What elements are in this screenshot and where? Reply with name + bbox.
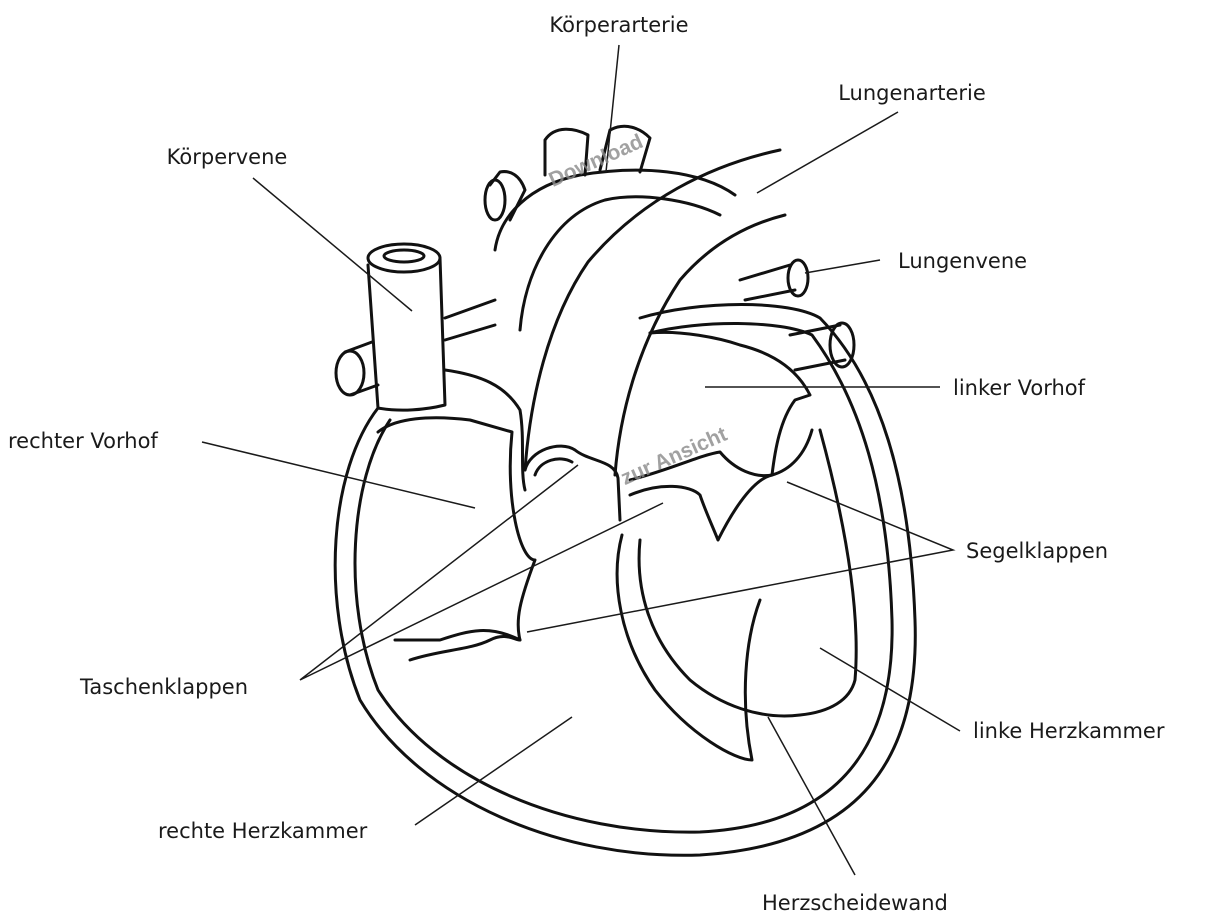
left-side-vessel <box>345 300 495 395</box>
leader-herzscheidewand <box>768 717 855 875</box>
label-lungenarterie: Lungenarterie <box>838 81 986 105</box>
right-ventricle-cavity <box>378 418 535 640</box>
leader-rechte-herzkammer <box>415 717 572 825</box>
aortic-arch <box>495 170 735 250</box>
watermark-line-2: zur Ansicht <box>617 423 730 490</box>
leader-lungenvene <box>805 260 880 273</box>
heart-drawing <box>335 126 915 855</box>
pulmonary-valve <box>525 446 620 520</box>
label-taschenklappen: Taschenklappen <box>79 675 248 699</box>
label-linker-vorhof: linker Vorhof <box>953 376 1086 400</box>
pulmonary-vein-upper <box>740 265 795 300</box>
label-koerpervene: Körpervene <box>167 145 288 169</box>
aorta-branch-opening <box>485 180 505 220</box>
label-lungenvene: Lungenvene <box>898 249 1027 273</box>
pulmonary-valve-pocket <box>535 459 572 475</box>
pulmonary-vein-upper-opening <box>788 260 808 296</box>
leader-rechter-vorhof <box>202 442 475 508</box>
aortic-arch-inner <box>520 197 720 330</box>
label-rechte-herzkammer: rechte Herzkammer <box>158 819 368 843</box>
label-linke-herzkammer: linke Herzkammer <box>973 719 1165 743</box>
leader-lungenarterie <box>757 112 898 193</box>
label-segelklappen: Segelklappen <box>966 539 1108 563</box>
label-koerperarterie: Körperarterie <box>549 13 688 37</box>
superior-vena-cava <box>368 258 445 410</box>
vena-cava-lumen <box>384 250 424 262</box>
vena-cava-opening <box>368 244 440 272</box>
right-atrium-wall <box>445 370 525 490</box>
label-herzscheidewand: Herzscheidewand <box>762 891 948 915</box>
left-vessel-opening <box>336 351 364 395</box>
label-rechter-vorhof: rechter Vorhof <box>8 429 158 453</box>
watermark-line-1: Download <box>545 130 646 192</box>
watermark: Download zur Ansicht <box>545 130 730 490</box>
